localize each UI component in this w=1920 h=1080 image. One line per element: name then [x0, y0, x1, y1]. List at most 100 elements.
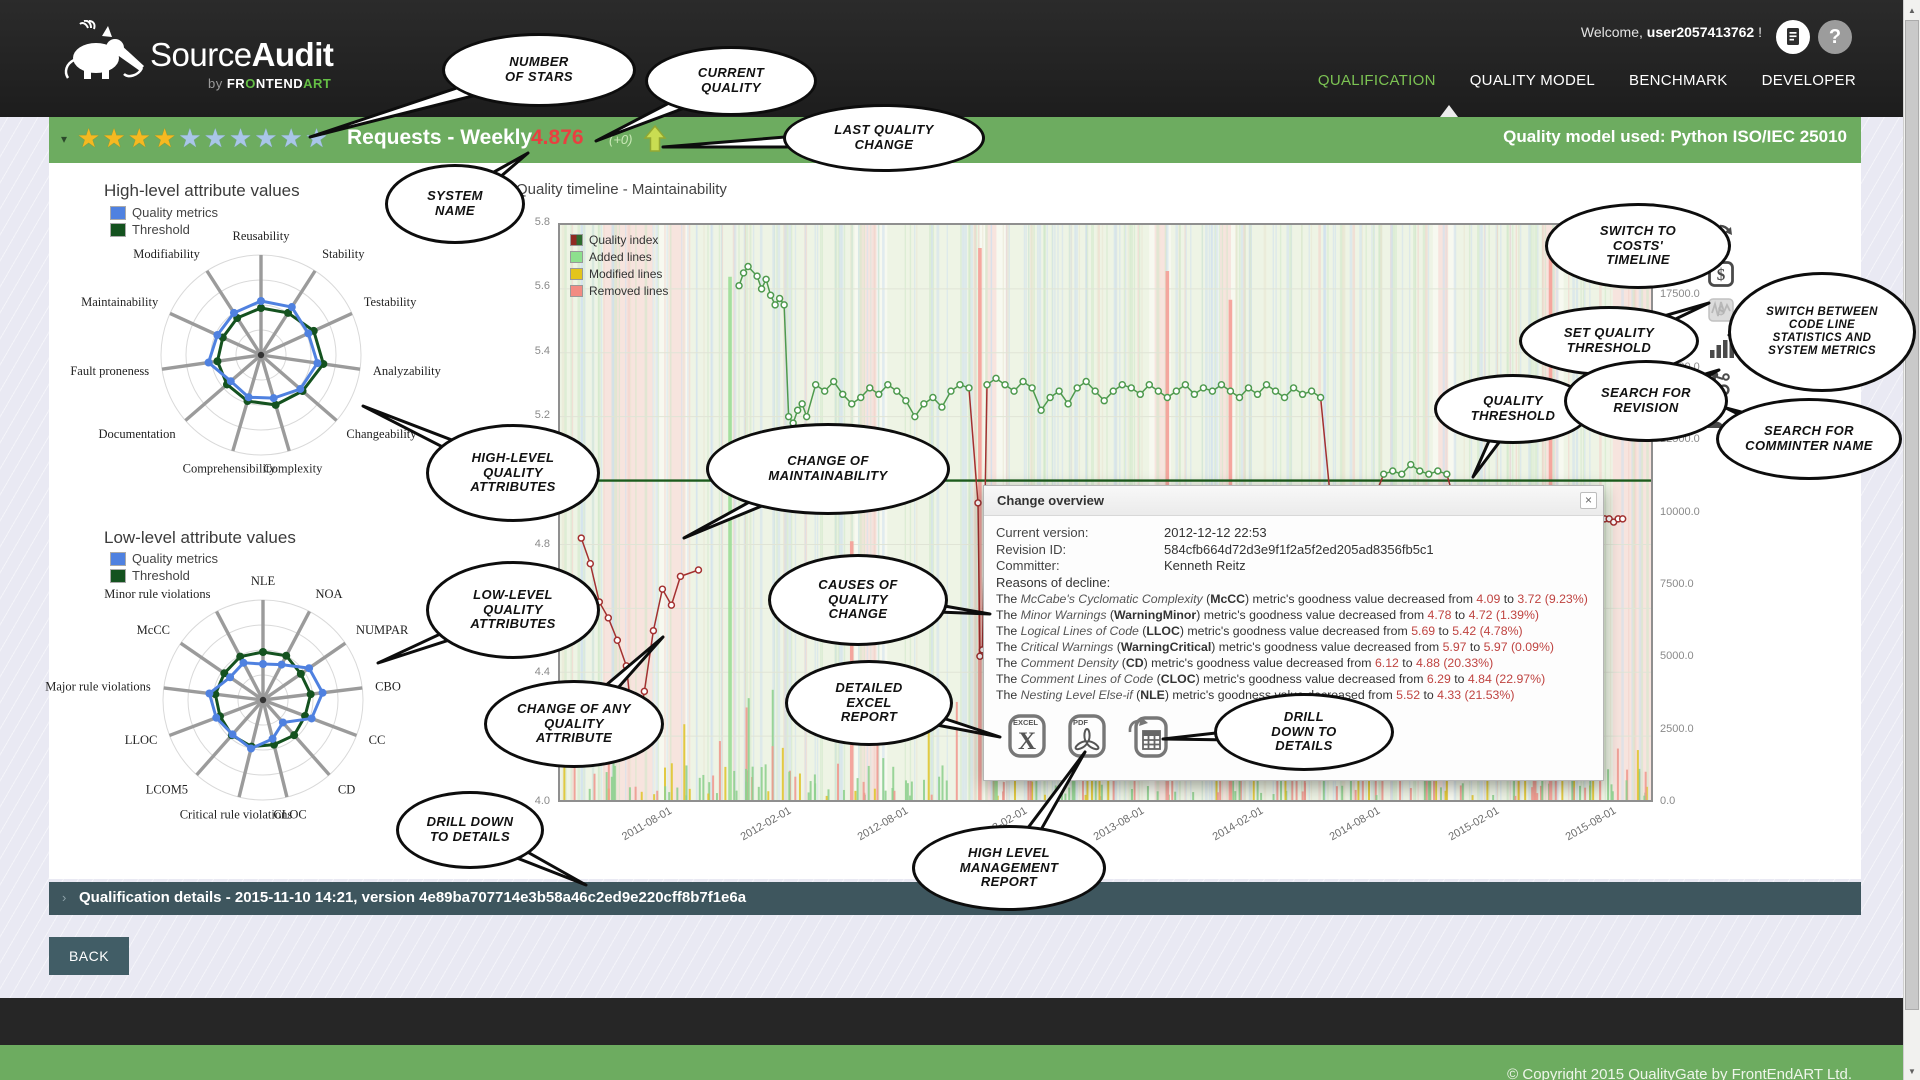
y-axis-right-tick: 17500.0: [1660, 288, 1700, 301]
svg-text:Analyzability: Analyzability: [373, 364, 442, 378]
svg-text:NLE: NLE: [251, 574, 276, 588]
nav-qualification[interactable]: QUALIFICATION: [1317, 72, 1436, 89]
nav-quality-model[interactable]: QUALITY MODEL: [1469, 72, 1596, 89]
svg-text:$: $: [1718, 303, 1725, 318]
expand-chevron-icon: ›: [62, 890, 67, 905]
timeline-chart-title: Quality timeline - Maintainability: [516, 181, 727, 198]
svg-text:Critical rule violations: Critical rule violations: [180, 808, 293, 822]
active-tab-pointer: [1440, 105, 1458, 117]
svg-text:Complexity: Complexity: [263, 461, 323, 475]
quality-change-value: (+0): [609, 132, 633, 147]
y-axis-right-tick: 0.0: [1660, 795, 1676, 807]
y-axis-right-tick: 2500.0: [1660, 722, 1694, 735]
y-axis-left-tick: 4.6: [534, 602, 550, 614]
timeline-legend-item: Quality index: [570, 233, 668, 247]
svg-text:Fault proneness: Fault proneness: [70, 364, 149, 378]
page-scrollbar[interactable]: ▲ ▼: [1903, 0, 1920, 1080]
popup-field: Current version:2012-12-12 22:53: [996, 525, 1267, 540]
star-rating: ★★★★★★★★★★: [77, 123, 330, 154]
metrics-timeline-disabled-icon[interactable]: $: [1706, 296, 1736, 324]
svg-text:Minor rule violations: Minor rule violations: [104, 587, 210, 601]
svg-text:EXCEL: EXCEL: [1013, 718, 1038, 727]
star-icon: ★: [228, 123, 255, 153]
y-axis-right-tick: 10000.0: [1660, 505, 1700, 518]
search-committer-icon[interactable]: [1706, 405, 1736, 435]
star-icon: ★: [279, 123, 305, 153]
star-icon: ★: [127, 123, 153, 153]
y-axis-left-tick: 5.8: [534, 216, 550, 228]
svg-text:CBO: CBO: [375, 679, 401, 693]
high-level-radar-chart: ReusabilityStabilityTestabilityAnalyzabi…: [70, 229, 442, 475]
refresh-search-icon[interactable]: [1706, 222, 1736, 252]
footer-dark-strip: [0, 998, 1920, 1045]
nav-developer[interactable]: DEVELOPER: [1761, 72, 1856, 89]
y-axis-left-tick: 4.2: [534, 730, 550, 743]
top-header: SourceAudit by FRONTENDART Welcome, user…: [0, 0, 1920, 117]
scroll-down-icon[interactable]: ▼: [1908, 1067, 1916, 1076]
svg-text:CC: CC: [369, 733, 386, 747]
report-icon[interactable]: [1776, 20, 1810, 54]
chart-toolbar: $ $: [1706, 222, 1742, 435]
star-icon: ★: [77, 123, 103, 153]
popup-title: Change overview: [984, 486, 1603, 516]
copyright-text: © Copyright 2015 QualityGate by FrontEnd…: [1507, 1066, 1852, 1080]
svg-text:Reusability: Reusability: [233, 229, 291, 243]
system-summary-bar: ▾ ★★★★★★★★★★ Requests - Weekly 4.876 (+0…: [49, 117, 1861, 163]
search-revision-icon[interactable]: [1706, 368, 1736, 398]
high-radar-legend-item: Threshold: [110, 222, 190, 237]
y-axis-right-tick: 20000.0: [1660, 216, 1700, 228]
star-icon: ★: [203, 123, 229, 153]
scrollbar-thumb[interactable]: [1905, 20, 1919, 1010]
system-name: Requests - Weekly: [347, 126, 533, 149]
y-axis-right-tick: 7500.0: [1660, 577, 1694, 590]
high-radar-legend-item: Quality metrics: [110, 205, 218, 220]
decline-reason: The Comment Lines of Code (CLOC) metric'…: [996, 672, 1546, 686]
sourceaudit-logo[interactable]: SourceAudit by FRONTENDART: [58, 14, 398, 104]
timeline-legend-item: Modified lines: [570, 267, 668, 281]
decline-reason: The McCabe's Cyclomatic Complexity (McCC…: [996, 592, 1588, 606]
y-axis-right-tick: 15000.0: [1660, 360, 1700, 373]
low-radar-legend-item: Threshold: [110, 568, 190, 583]
svg-text:Changeability: Changeability: [346, 427, 417, 441]
quality-up-arrow-icon: [643, 124, 667, 152]
costs-timeline-icon[interactable]: $: [1706, 259, 1736, 289]
decline-reason: The Critical Warnings (WarningCritical) …: [996, 640, 1555, 654]
svg-text:McCC: McCC: [137, 623, 170, 637]
bar-chart-icon[interactable]: [1706, 331, 1736, 361]
qualification-details-bar[interactable]: › Qualification details - 2015-11-10 14:…: [49, 882, 1861, 915]
y-axis-left-tick: 4.0: [534, 795, 550, 807]
star-icon: ★: [254, 123, 280, 153]
svg-text:Maintainability: Maintainability: [81, 295, 159, 309]
svg-text:Comprehensibility: Comprehensibility: [183, 461, 277, 475]
excel-report-icon[interactable]: EXCEL X: [1006, 712, 1048, 759]
decline-reason: The Nesting Level Else-if (NLE) metric's…: [996, 688, 1515, 702]
svg-text:CLOC: CLOC: [273, 808, 306, 822]
popup-field: Committer:Kenneth Reitz: [996, 558, 1246, 573]
drill-down-details-icon[interactable]: [1126, 712, 1172, 759]
decline-reason: The Logical Lines of Code (LLOC) metric'…: [996, 624, 1523, 638]
collapse-caret-icon[interactable]: ▾: [61, 132, 68, 146]
brand-title: SourceAudit: [150, 36, 334, 73]
popup-close-icon[interactable]: ×: [1580, 492, 1597, 509]
svg-text:Stability: Stability: [322, 247, 365, 261]
footer-green-strip: © Copyright 2015 QualityGate by FrontEnd…: [0, 1045, 1920, 1080]
quality-model-label: Quality model used: Python ISO/IEC 25010: [1503, 127, 1847, 146]
welcome-message: Welcome, user2057413762 !: [1580, 24, 1762, 40]
pdf-report-icon[interactable]: PDF: [1066, 712, 1108, 759]
y-axis-left-tick: 5.2: [534, 409, 550, 421]
decline-reason: The Minor Warnings (WarningMinor) metric…: [996, 608, 1539, 622]
main-nav: QUALIFICATION QUALITY MODEL BENCHMARK DEVEL…: [1318, 72, 1856, 89]
nav-benchmark[interactable]: BENCHMARK: [1629, 72, 1728, 89]
scroll-up-icon[interactable]: ▲: [1908, 6, 1916, 15]
y-axis-left-tick: 5.6: [534, 280, 550, 293]
y-axis-left-tick: 4.4: [534, 666, 550, 679]
popup-field: Revision ID:584cfb664d72d3e9f1f2a5f2ed20…: [996, 541, 1434, 557]
current-quality-value: 4.876: [531, 126, 584, 149]
help-icon[interactable]: ?: [1818, 20, 1852, 54]
y-axis-left-tick: 4.8: [534, 537, 550, 550]
reasons-of-decline-label: Reasons of decline:: [996, 574, 1111, 590]
svg-text:$: $: [1717, 265, 1726, 284]
svg-text:Modifiability: Modifiability: [133, 247, 200, 261]
back-button[interactable]: BACK: [49, 937, 129, 975]
